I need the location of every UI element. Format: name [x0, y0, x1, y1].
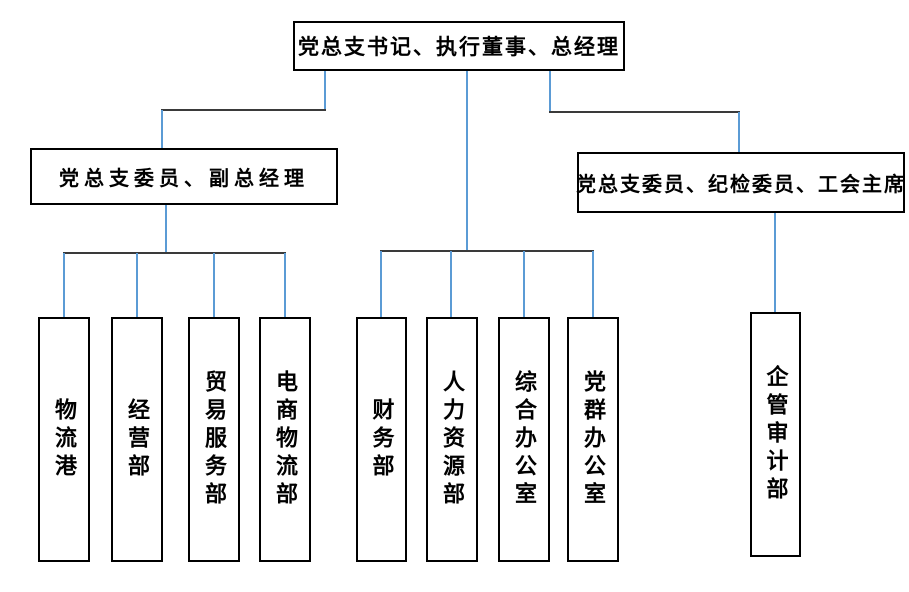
- connector-root-right-horizontal: [549, 111, 740, 113]
- org-node-dept-human-resources[interactable]: 人力资源部: [426, 317, 478, 562]
- connector-into-left-box: [161, 110, 163, 148]
- dept-label: 贸易服务部: [202, 369, 227, 510]
- org-node-dept-enterprise-audit[interactable]: 企管审计部: [750, 312, 801, 557]
- org-node-dept-operations[interactable]: 经营部: [111, 317, 163, 562]
- connector-drop-ecommerce-logistics: [284, 253, 286, 317]
- org-node-left-deputy-label: 党总支委员、副总经理: [59, 168, 309, 190]
- connector-drop-party-mass-office: [592, 251, 594, 317]
- connector-left-group-bus: [63, 252, 286, 254]
- connector-drop-trade-services: [213, 253, 215, 317]
- connector-root-left-horizontal: [161, 109, 326, 111]
- org-node-dept-finance[interactable]: 财务部: [356, 317, 407, 562]
- org-node-root-label: 党总支书记、执行董事、总经理: [298, 35, 620, 59]
- connector-middle-group-bus: [380, 250, 594, 252]
- connector-leftbox-down: [165, 205, 167, 253]
- org-node-dept-general-office[interactable]: 综合办公室: [498, 317, 550, 562]
- dept-label: 电商物流部: [273, 369, 298, 510]
- connector-drop-operations: [136, 253, 138, 317]
- connector-root-left-vertical: [324, 71, 326, 110]
- connector-root-right-vertical: [549, 71, 551, 112]
- org-node-left-deputy[interactable]: 党总支委员、副总经理: [30, 148, 338, 205]
- connector-root-middle-vertical: [466, 71, 468, 251]
- connector-into-right-box: [738, 112, 740, 152]
- dept-label: 财务部: [369, 397, 395, 482]
- dept-label: 党群办公室: [581, 369, 606, 510]
- dept-label: 经营部: [125, 397, 150, 482]
- dept-label: 综合办公室: [512, 369, 537, 510]
- org-node-dept-party-mass-office[interactable]: 党群办公室: [567, 317, 619, 562]
- org-node-dept-logistics-port[interactable]: 物流港: [38, 317, 90, 562]
- dept-label: 物流港: [52, 397, 77, 482]
- connector-drop-human-resources: [450, 251, 452, 317]
- org-node-right-committee-label: 党总支委员、纪检委员、工会主席: [576, 174, 906, 196]
- org-node-dept-ecommerce-logistics[interactable]: 电商物流部: [259, 317, 311, 562]
- org-node-dept-trade-services[interactable]: 贸易服务部: [188, 317, 240, 562]
- dept-label: 人力资源部: [440, 369, 465, 510]
- connector-drop-logistics-port: [63, 253, 65, 317]
- dept-label: 企管审计部: [763, 364, 789, 505]
- connector-drop-enterprise-audit: [774, 213, 776, 312]
- org-node-root[interactable]: 党总支书记、执行董事、总经理: [293, 21, 625, 71]
- connector-drop-general-office: [523, 251, 525, 317]
- org-node-right-committee[interactable]: 党总支委员、纪检委员、工会主席: [576, 152, 906, 213]
- connector-drop-finance: [380, 251, 382, 317]
